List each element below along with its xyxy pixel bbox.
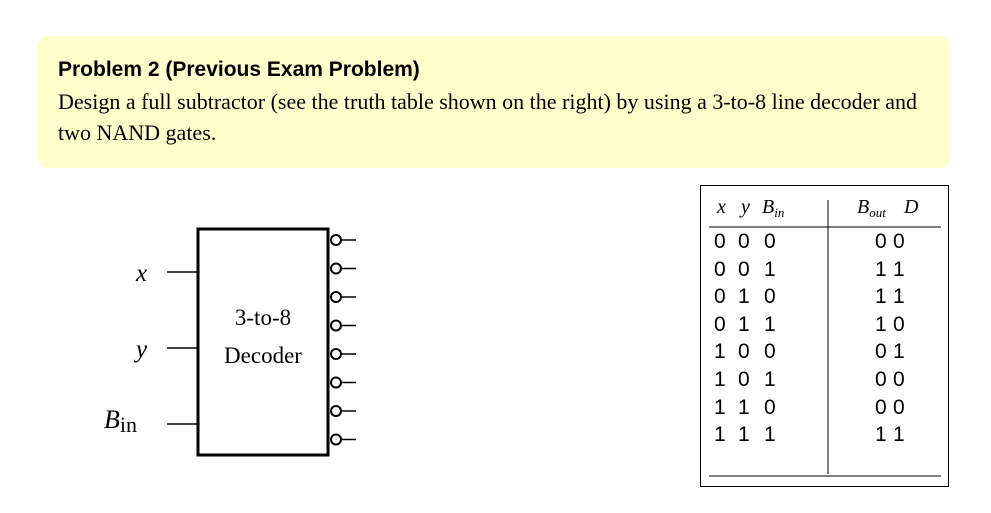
problem-box: Problem 2 (Previous Exam Problem) Design… (38, 36, 950, 168)
problem-text: Design a full subtractor (see the truth … (58, 89, 917, 145)
decoder-block (196, 227, 330, 457)
cell-y: 1 (738, 312, 750, 336)
cell-x: 1 (714, 395, 726, 419)
cell-x: 1 (714, 368, 726, 391)
cell-d: 1 (893, 257, 905, 281)
input-label-bin: Bin (104, 405, 137, 437)
cell-y: 0 (738, 257, 750, 281)
cell-x: 1 (714, 423, 726, 447)
decoder-label-line1: 3-to-8 (235, 305, 291, 330)
cell-x: 1 (714, 340, 726, 364)
header-y: y (741, 196, 750, 218)
header-bout: Bout (857, 196, 886, 220)
cell-d: 0 (893, 368, 905, 391)
cell-d: 1 (893, 340, 905, 364)
output-bubble (330, 234, 342, 246)
header-bin: Bin (762, 196, 785, 220)
cell-bin: 1 (764, 423, 776, 447)
output-bubble (330, 291, 342, 303)
cell-bout: 0 (875, 395, 887, 419)
header-x: x (717, 196, 726, 218)
cell-bin: 0 (764, 340, 776, 364)
cell-bin: 0 (764, 395, 776, 419)
cell-bout: 1 (875, 423, 887, 447)
cell-bin: 1 (764, 257, 776, 281)
output-bubble (330, 262, 342, 275)
cell-bout: 1 (875, 285, 887, 309)
problem-title: Problem 2 (Previous Exam Problem) (58, 58, 420, 81)
cell-y: 0 (738, 368, 750, 391)
cell-x: 0 (714, 285, 726, 309)
input-label-x: x (135, 260, 147, 287)
cell-x: 0 (714, 230, 726, 253)
cell-y: 0 (738, 230, 750, 253)
output-bubble (330, 405, 342, 417)
cell-d: 0 (893, 230, 905, 253)
cell-bout: 1 (875, 312, 887, 336)
cell-y: 1 (738, 285, 750, 309)
cell-d: 1 (893, 285, 905, 309)
cell-d: 0 (893, 312, 905, 336)
output-bubble (330, 319, 342, 332)
output-bubble (330, 348, 342, 360)
cell-bin: 0 (764, 285, 776, 309)
cell-bin: 1 (764, 368, 776, 391)
cell-bin: 1 (764, 312, 776, 336)
cell-y: 1 (738, 423, 750, 447)
header-d: D (904, 196, 919, 218)
input-label-y: y (133, 336, 148, 363)
output-bubble (330, 433, 342, 446)
cell-bin: 0 (764, 230, 776, 253)
decoder-outputs (330, 234, 356, 446)
output-bubble (330, 376, 342, 389)
cell-bout: 0 (875, 230, 887, 253)
cell-d: 0 (893, 395, 905, 419)
cell-x: 0 (714, 312, 726, 336)
cell-bout: 0 (875, 368, 887, 391)
cell-d: 1 (893, 423, 905, 447)
cell-y: 0 (738, 340, 750, 364)
cell-bout: 0 (875, 340, 887, 364)
decoder-label-line2: Decoder (224, 343, 302, 368)
table-rules (709, 200, 941, 477)
cell-x: 0 (714, 257, 726, 281)
cell-y: 1 (738, 395, 750, 419)
cell-bout: 1 (875, 257, 887, 281)
